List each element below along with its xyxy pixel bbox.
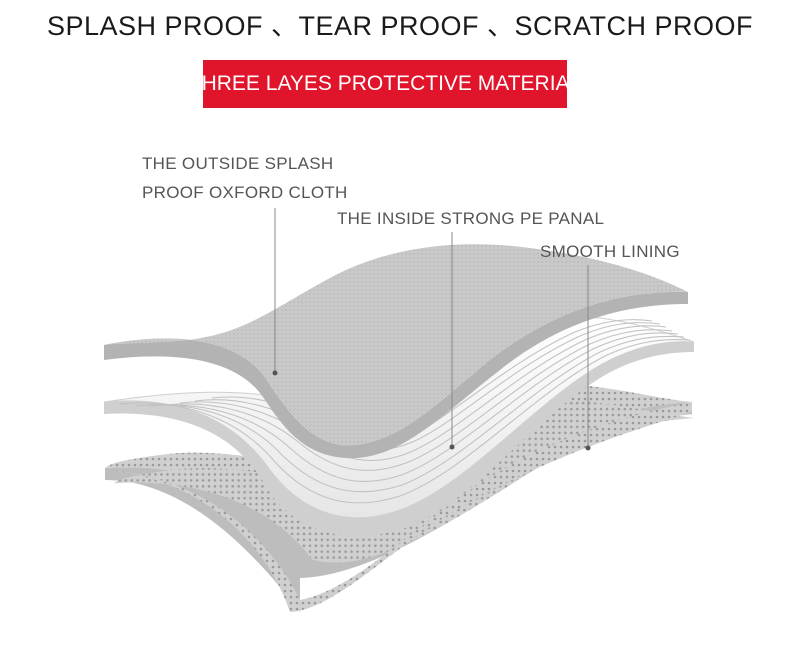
headline: SPLASH PROOF 、TEAR PROOF 、SCRATCH PROOF (46, 11, 754, 41)
leader-lining (585, 265, 591, 451)
leader-outside (272, 208, 278, 376)
leader-dot-lining (585, 445, 591, 451)
layer-top-oxford-cloth (104, 244, 688, 459)
leader-dot-outside (272, 370, 278, 376)
label-outside-line2: PROOF OXFORD CLOTH (142, 183, 348, 202)
banner-text: THREE LAYES PROTECTIVE MATERIAL (188, 72, 582, 95)
label-inside: THE INSIDE STRONG PE PANAL (337, 209, 605, 228)
leader-dot-inside (449, 444, 455, 450)
banner: THREE LAYES PROTECTIVE MATERIAL (189, 60, 581, 108)
label-outside-line1: THE OUTSIDE SPLASH (142, 154, 334, 173)
leader-inside (449, 232, 455, 450)
label-lining: SMOOTH LINING (540, 242, 680, 261)
